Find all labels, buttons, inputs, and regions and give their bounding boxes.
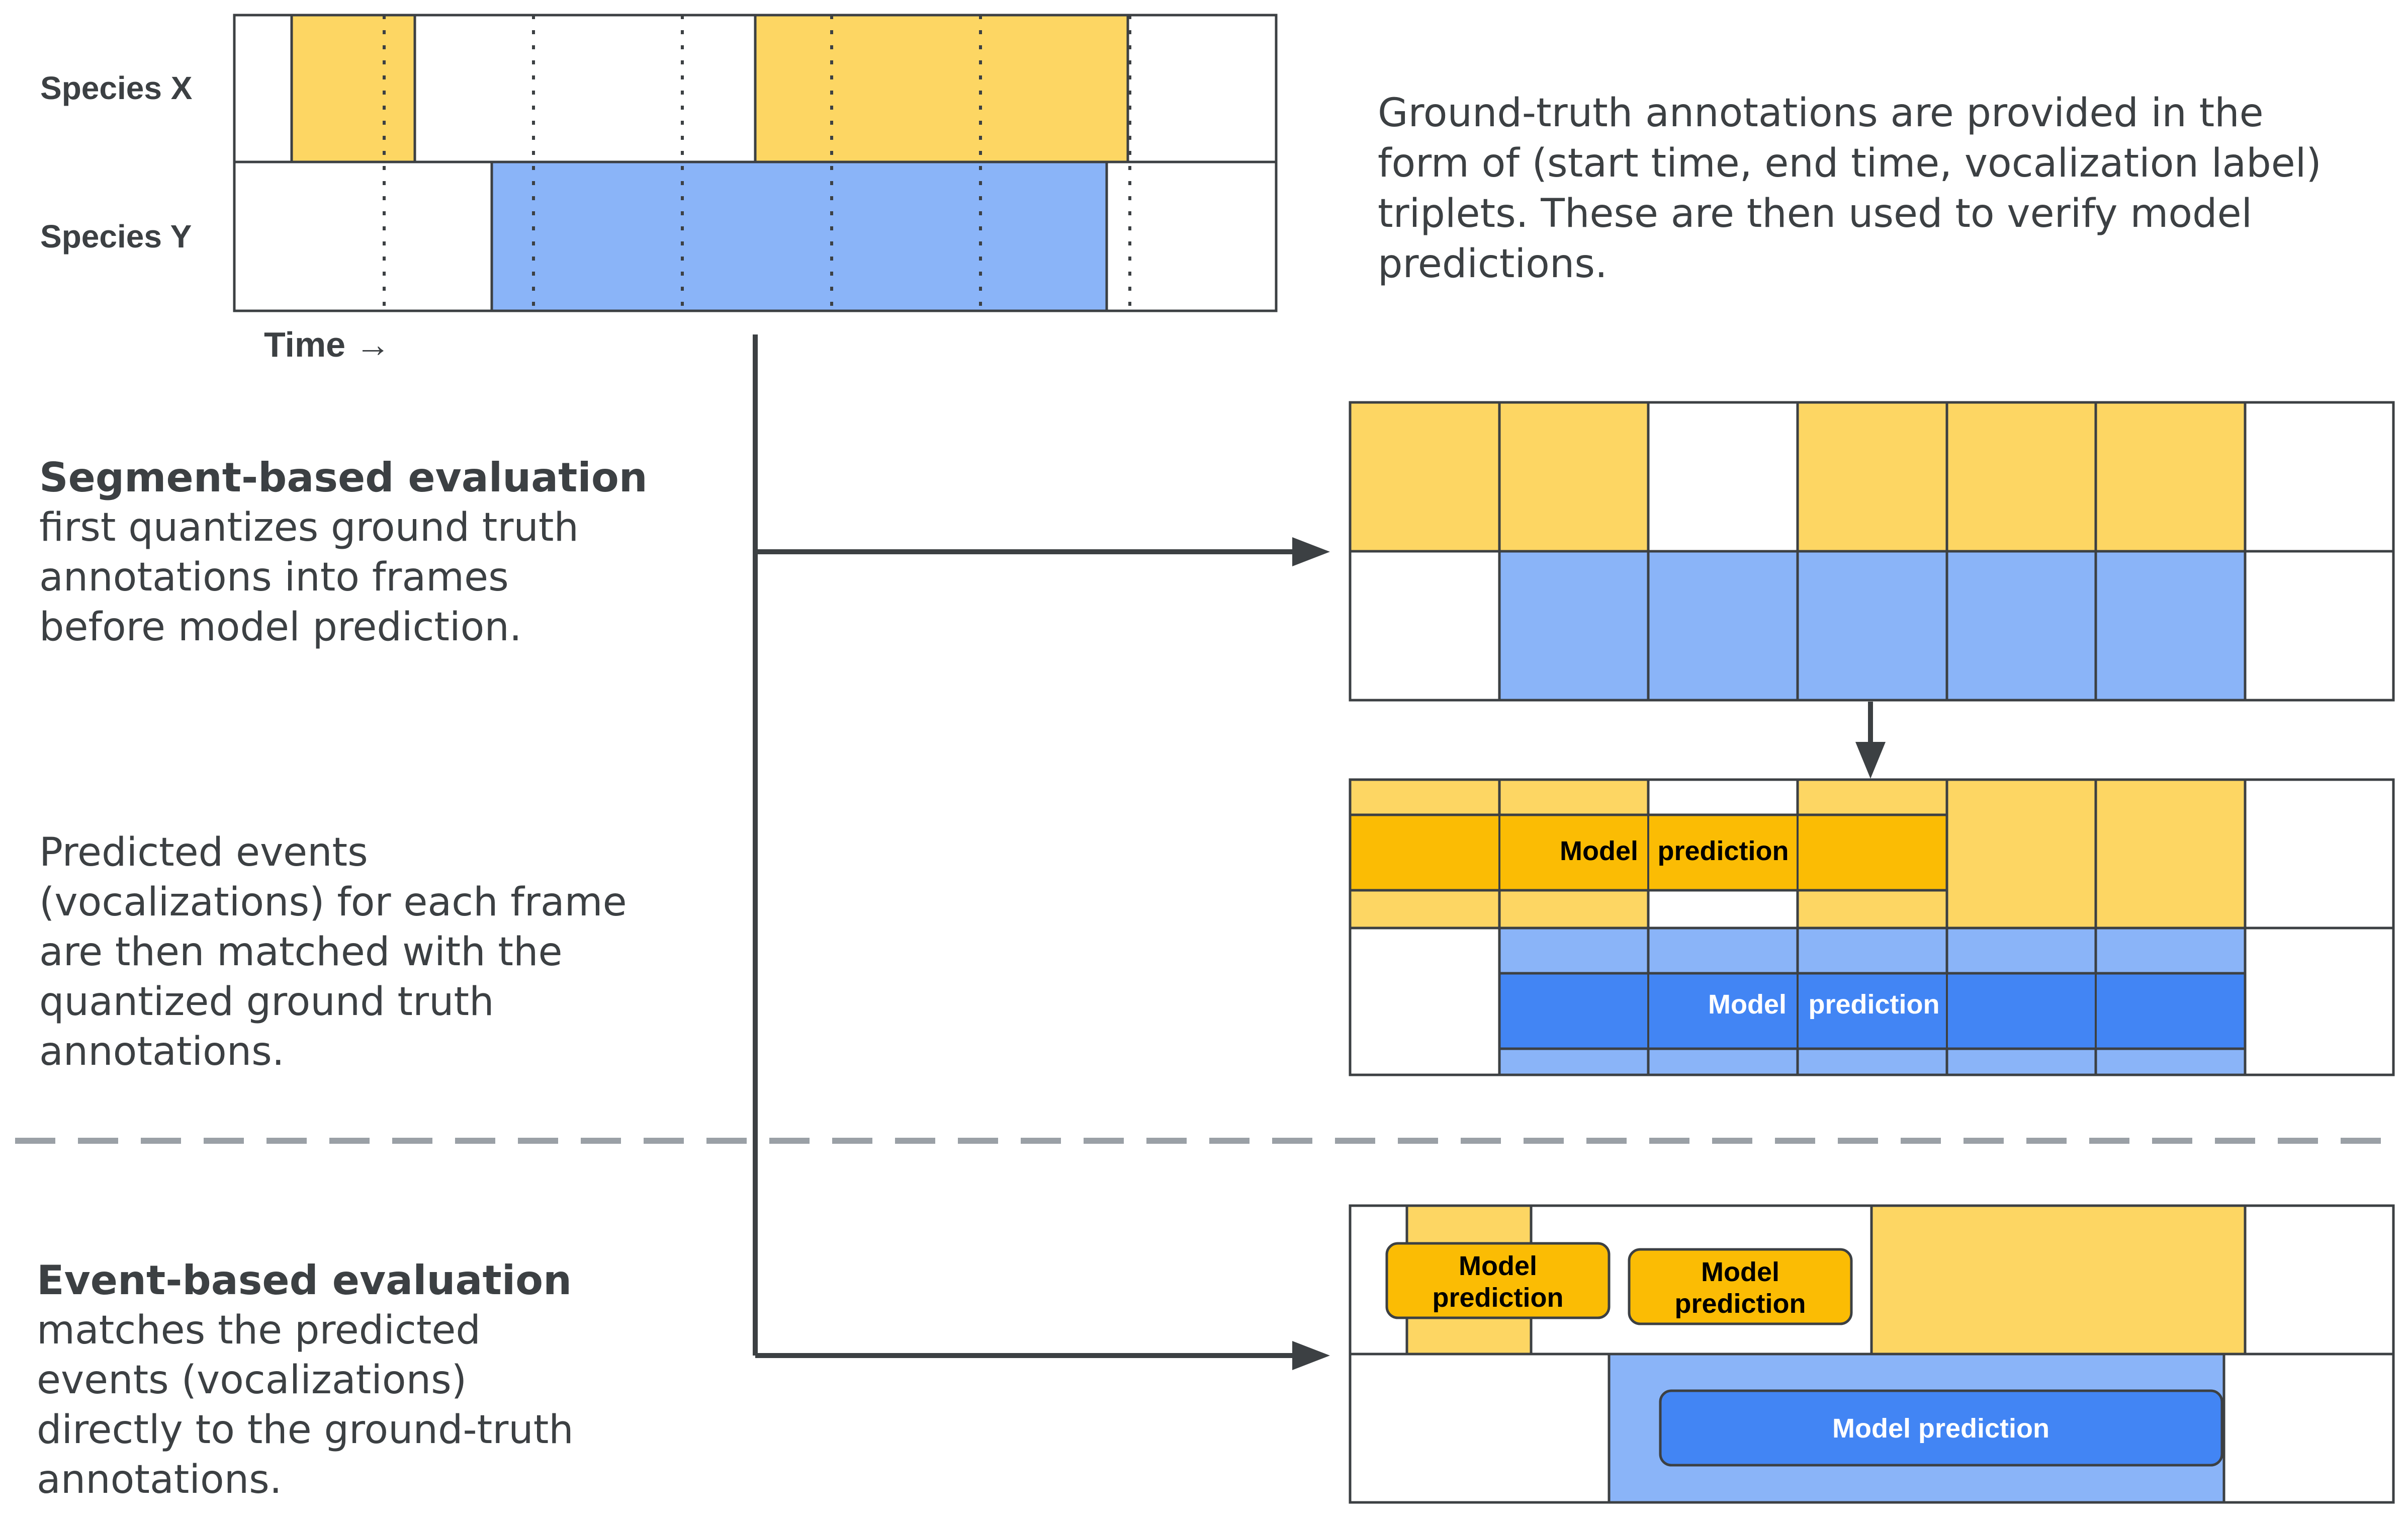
event-prediction-y-label: Model prediction — [1832, 1413, 2049, 1444]
ground-truth-chart — [233, 14, 1278, 312]
species-y-annotation-1 — [492, 162, 1107, 311]
segment-description: first quantizes ground truth annotations… — [39, 505, 579, 650]
event-prediction-x-1-label-line2: prediction — [1432, 1283, 1563, 1313]
prediction-frame — [1349, 778, 2395, 1076]
ground-truth-frame — [233, 14, 1278, 312]
prediction-band-y — [1498, 972, 2247, 1050]
flow-arrows — [753, 334, 1886, 1370]
event-annotation-x-2 — [1871, 1206, 2245, 1354]
prediction-label-y-b: prediction — [1808, 989, 1939, 1020]
species-x-annotation-1 — [292, 15, 415, 162]
segment-predictions: Model prediction Model prediction — [1349, 778, 2395, 1076]
matching-description: Predicted events (vocalizations) for eac… — [39, 830, 627, 1074]
quantized-frames — [1349, 401, 2395, 702]
intro-description: Ground-truth annotations are provided in… — [1378, 91, 2322, 287]
event-prediction-x-2-label-line2: prediction — [1674, 1289, 1806, 1319]
event-description: matches the predicted events (vocalizati… — [37, 1308, 574, 1502]
quantized-frame — [1349, 401, 2395, 702]
frame-cell-y-2 — [1499, 551, 1648, 700]
frame-cell-x-2 — [1499, 402, 1648, 551]
segment-heading: Segment-based evaluation — [39, 454, 648, 501]
frame-cell-y-4 — [1798, 551, 1947, 700]
species-x-label: Species X — [40, 70, 193, 106]
frame-cell-y-3 — [1648, 551, 1798, 700]
species-y-label: Species Y — [40, 218, 192, 255]
frame-cell-x-6 — [2096, 402, 2245, 551]
species-x-annotation-2 — [755, 15, 1128, 162]
event-frame — [1349, 1204, 2395, 1504]
arrow-head-segment — [1292, 537, 1330, 566]
frame-cell-x-4 — [1798, 402, 1947, 551]
frame-cell-x-6 — [2096, 780, 2245, 928]
event-heading: Event-based evaluation — [37, 1257, 572, 1304]
event-prediction-x-1 — [1385, 1242, 1611, 1319]
prediction-label-x-b: prediction — [1657, 836, 1789, 866]
time-axis-label: Time → — [264, 325, 391, 364]
event-prediction-x-1-label-line1: Model — [1459, 1251, 1537, 1281]
arrow-head-event — [1292, 1341, 1330, 1370]
prediction-label-x-a: Model — [1560, 836, 1638, 866]
prediction-label-y-a: Model — [1708, 989, 1787, 1020]
frame-cell-x-5 — [1947, 780, 2096, 928]
event-prediction-x-2 — [1628, 1248, 1853, 1325]
frame-cell-x-5 — [1947, 402, 2096, 551]
event-prediction-y — [1659, 1389, 2223, 1467]
frame-cell-x-1 — [1350, 402, 1499, 551]
frame-cell-y-5 — [1947, 551, 2096, 700]
arrow-head-down — [1855, 742, 1886, 779]
frame-cell-y-6 — [2096, 551, 2245, 700]
event-matching: Model prediction Model prediction Model … — [1349, 1204, 2395, 1504]
event-prediction-x-2-label-line1: Model — [1701, 1257, 1779, 1287]
